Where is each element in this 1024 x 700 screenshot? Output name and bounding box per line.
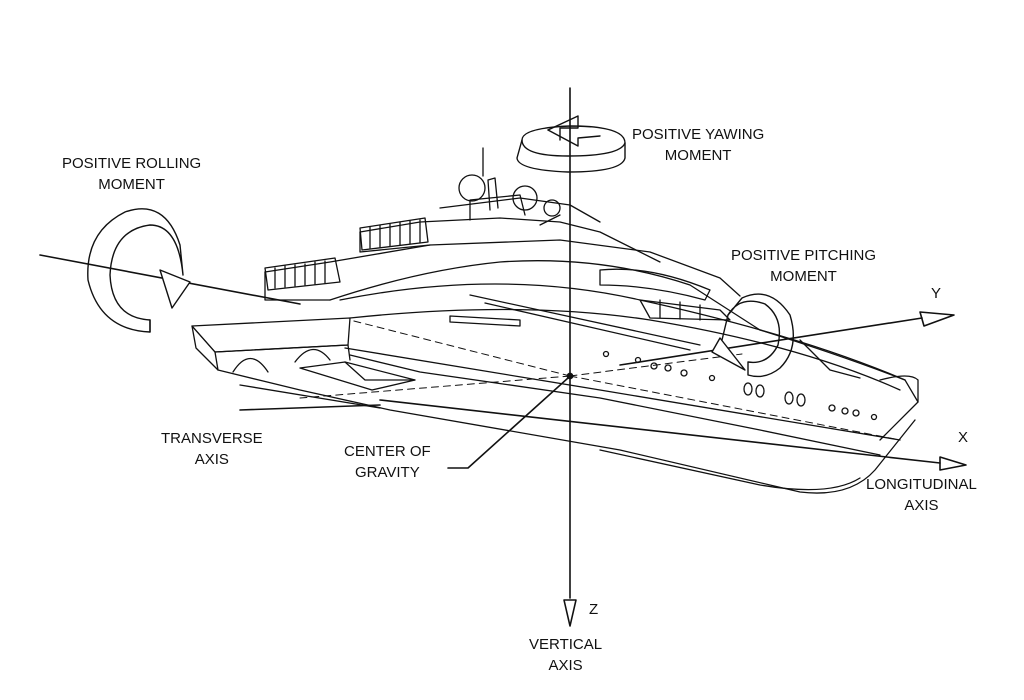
longitudinal-label-line-2: AXIS xyxy=(904,497,939,514)
center-of-gravity-dot xyxy=(566,372,574,380)
vertical-label-line-1: VERTICAL xyxy=(529,636,603,653)
vertical-label-line-2: AXIS xyxy=(548,657,583,674)
yawing-label-line-2: MOMENT xyxy=(664,147,732,164)
center-of-gravity-label: CENTER OF GRAVITY xyxy=(344,441,431,483)
x-axis-letter: X xyxy=(958,429,969,446)
longitudinal-axis-line xyxy=(379,399,941,464)
transverse-label-line-2: AXIS xyxy=(194,451,229,468)
yawing-label-line-1: POSITIVE YAWING xyxy=(632,126,765,143)
rolling-label-line-2: MOMENT xyxy=(98,176,165,193)
rolling-moment-arrow xyxy=(87,208,191,333)
z-axis-arrowhead xyxy=(563,599,577,627)
yawing-moment-label: POSITIVE YAWING MOMENT xyxy=(632,124,764,166)
pitching-label-line-1: POSITIVE PITCHING xyxy=(731,247,877,264)
yacht-hull xyxy=(191,147,919,494)
rolling-moment-label: POSITIVE ROLLING MOMENT xyxy=(62,153,201,195)
y-axis-line xyxy=(619,317,923,366)
cog-label-line-1: CENTER OF xyxy=(344,443,431,460)
rolling-label-line-1: POSITIVE ROLLING xyxy=(62,155,202,172)
longitudinal-label-line-1: LONGITUDINAL xyxy=(866,476,977,493)
pitching-moment-label: POSITIVE PITCHING MOMENT xyxy=(731,245,876,287)
longitudinal-axis-label: LONGITUDINAL AXIS xyxy=(866,474,977,516)
transverse-axis-label: TRANSVERSE AXIS xyxy=(161,428,263,470)
pitching-label-line-2: MOMENT xyxy=(770,268,837,285)
vertical-axis-label: VERTICAL AXIS xyxy=(529,634,602,676)
y-axis-letter: Y xyxy=(931,285,942,302)
yawing-moment-arrow xyxy=(516,115,626,173)
z-axis-letter: Z xyxy=(589,601,599,618)
cog-label-line-2: GRAVITY xyxy=(354,464,420,481)
axes xyxy=(39,87,967,627)
pitching-moment-arrow xyxy=(711,293,794,378)
y-axis-arrowhead xyxy=(919,311,955,327)
x-axis-arrowhead xyxy=(939,456,967,471)
center-of-gravity-leader xyxy=(447,377,569,469)
transverse-label-line-1: TRANSVERSE xyxy=(161,430,263,447)
